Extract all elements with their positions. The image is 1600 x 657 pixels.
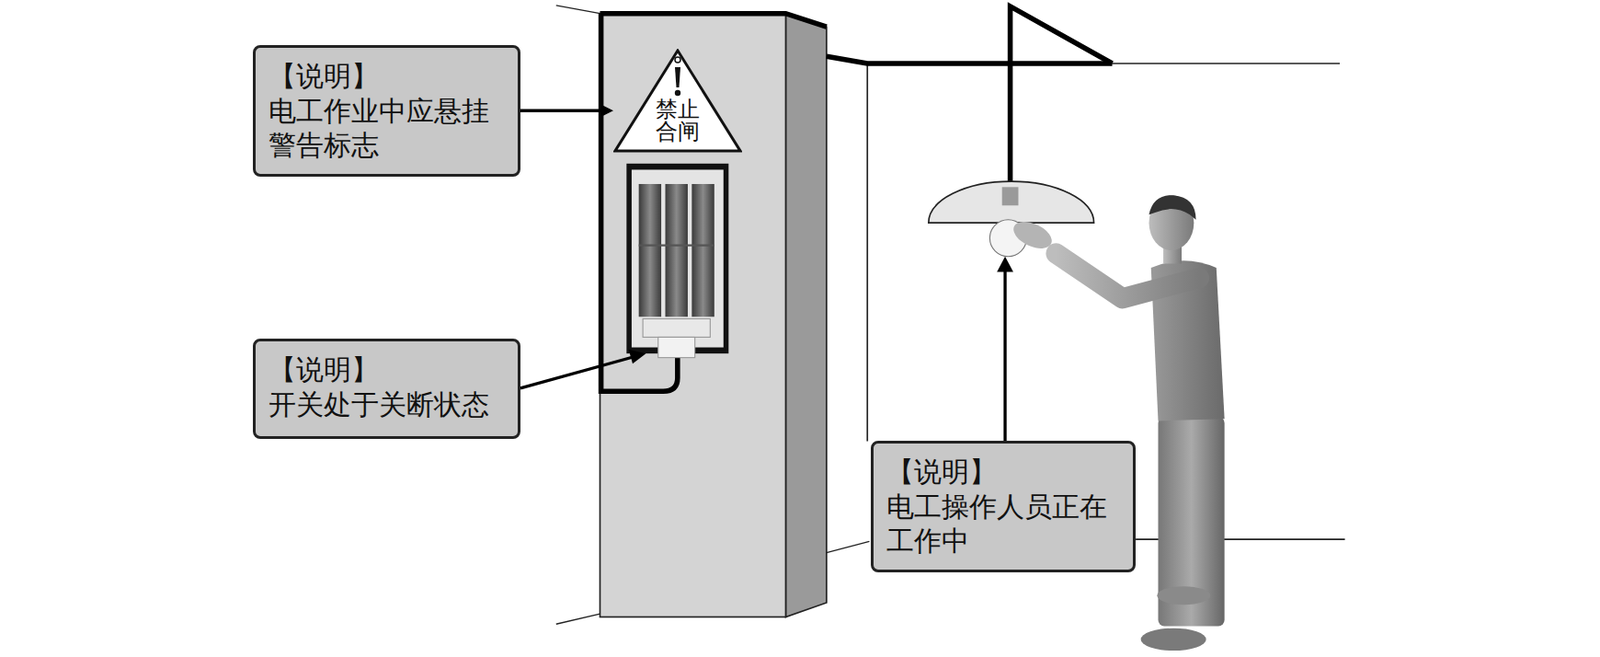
leader-line — [520, 109, 603, 113]
lamp-socket — [1002, 186, 1019, 206]
wall-line — [826, 540, 870, 552]
leader-arrow — [520, 102, 614, 118]
switch-blade — [665, 183, 688, 317]
warning-text: 禁止 合闸 — [655, 98, 700, 143]
switch-blade — [639, 183, 662, 317]
wall-line — [556, 613, 601, 624]
switch-body — [631, 169, 724, 347]
note-box: 【说明】电工作业中应悬挂警告标志 — [252, 45, 521, 177]
person-hand — [1009, 216, 1057, 254]
note-heading: 【说明】 — [268, 58, 505, 94]
cabinet-top — [600, 13, 827, 27]
cabinet-front — [600, 13, 787, 618]
wall-line — [556, 5, 601, 14]
arrow-head — [598, 102, 614, 118]
leader-line — [1003, 267, 1006, 442]
switch-gap — [639, 243, 715, 246]
leader-line — [520, 356, 635, 389]
warning-sign: 禁止 合闸 — [613, 48, 743, 153]
wall-line — [1112, 62, 1340, 65]
triangle-outline — [615, 50, 741, 151]
note-box: 【说明】电工操作人员正在工作中 — [870, 440, 1136, 572]
person-shoe — [1141, 628, 1207, 651]
switch-handle — [658, 336, 696, 357]
switch-frame — [626, 163, 729, 354]
wall-line — [866, 63, 869, 442]
switch-blade — [691, 183, 714, 317]
person-shoe — [1156, 585, 1211, 605]
wire — [1010, 6, 1113, 190]
switch-handle — [642, 318, 710, 337]
note-body: 电工操作人员正在工作中 — [886, 489, 1120, 559]
note-heading: 【说明】 — [268, 352, 505, 388]
lamp-shade — [928, 181, 1095, 223]
note-box: 【说明】开关处于关断状态 — [252, 338, 521, 439]
cabinet-side — [785, 14, 826, 618]
note-body: 开关处于关断状态 — [268, 387, 505, 423]
hanging-hole — [674, 57, 681, 63]
person-arm — [1056, 252, 1200, 298]
wire — [826, 56, 1113, 64]
person-hair — [1149, 194, 1197, 220]
note-heading: 【说明】 — [886, 454, 1120, 490]
exclamation-mark — [674, 67, 681, 88]
leader-arrow — [996, 256, 1014, 273]
leader-arrow — [628, 349, 647, 365]
exclamation-dot — [674, 90, 681, 96]
note-body: 电工作业中应悬挂警告标志 — [268, 93, 505, 163]
